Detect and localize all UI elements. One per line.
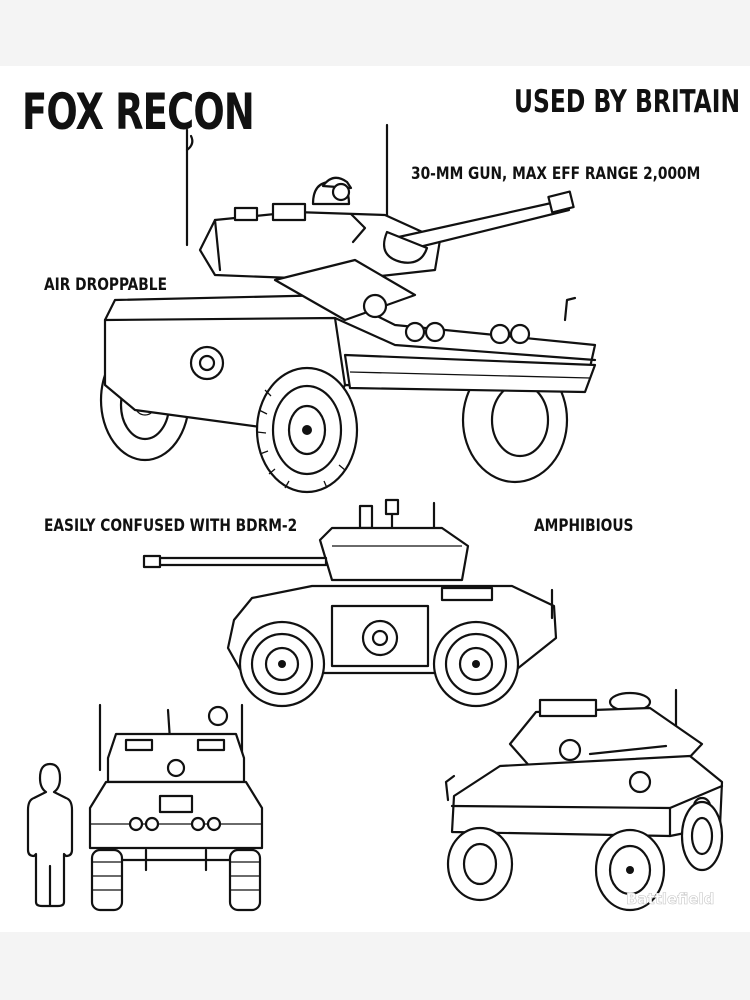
- callout-gun: 30-MM GUN, MAX EFF RANGE 2,000M: [411, 164, 701, 184]
- watermark-text: Battlefield: [626, 890, 715, 909]
- fox-vehicle-three-quarter-rear: [444, 688, 724, 912]
- fox-vehicle-front-view: [88, 703, 264, 912]
- callout-confused: EASILY CONFUSED WITH BDRM-2: [44, 516, 298, 536]
- fox-vehicle-three-quarter-front: [99, 123, 597, 494]
- fox-vehicle-side-profile: [142, 498, 558, 708]
- callout-amphibious: AMPHIBIOUS: [534, 516, 634, 536]
- poster-subtitle: USED BY BRITAIN: [514, 84, 741, 120]
- poster-title: FOX RECON: [22, 83, 255, 141]
- human-silhouette-scale: [26, 762, 74, 908]
- callout-air-droppable: AIR DROPPABLE: [44, 275, 167, 295]
